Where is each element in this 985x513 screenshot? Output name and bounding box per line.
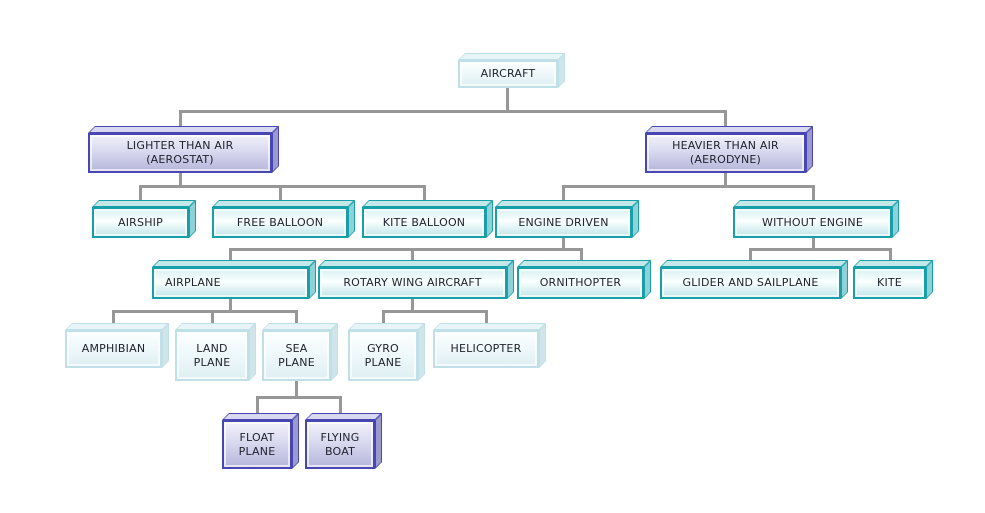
node-label: GYRO PLANE <box>364 341 402 369</box>
node-airplane: AIRPLANE <box>152 267 309 299</box>
node-engine-driven: ENGINE DRIVEN <box>495 207 632 238</box>
node-land-plane: LAND PLANE <box>175 330 249 381</box>
connector-line <box>748 247 892 251</box>
connector-line <box>410 249 414 268</box>
connector-line <box>228 249 232 268</box>
connector-line <box>561 237 565 251</box>
node-gyro-plane: GYRO PLANE <box>348 330 418 381</box>
node-label: WITHOUT ENGINE <box>762 215 863 229</box>
node-float-plane: FLOAT PLANE <box>222 420 292 469</box>
node-label: AMPHIBIAN <box>81 342 146 356</box>
connector-line <box>111 309 298 313</box>
node-label: HEAVIER THAN AIR (AERODYNE) <box>672 139 779 166</box>
node-label: FLYING BOAT <box>320 430 360 458</box>
node-label: SEA PLANE <box>278 341 315 369</box>
connector-line <box>723 173 727 188</box>
connector-line <box>410 299 414 313</box>
node-label: GLIDER AND SAILPLANE <box>682 276 819 290</box>
connector-line <box>381 311 385 331</box>
connector-line <box>178 173 182 188</box>
connector-line <box>210 311 214 331</box>
connector-line <box>484 311 488 331</box>
connector-line <box>255 397 259 421</box>
node-ornithopter: ORNITHOPTER <box>517 267 644 299</box>
connector-line <box>811 186 815 208</box>
connector-line <box>228 299 232 313</box>
node-label: LIGHTER THAN AIR (AEROSTAT) <box>126 139 234 166</box>
connector-line <box>579 249 583 268</box>
node-label: ORNITHOPTER <box>539 276 622 290</box>
node-label: AIRCRAFT <box>480 67 536 81</box>
connector-line <box>561 186 565 208</box>
connector-line <box>338 397 342 421</box>
connector-line <box>228 247 583 251</box>
node-sea-plane: SEA PLANE <box>262 330 331 381</box>
connector-line <box>111 311 115 331</box>
connector-line <box>811 237 815 251</box>
node-heavier-than-air: HEAVIER THAN AIR (AERODYNE) <box>645 133 806 173</box>
connector-line <box>178 111 182 134</box>
node-without-engine: WITHOUT ENGINE <box>733 207 892 238</box>
node-kite-balloon: KITE BALLOON <box>362 207 486 238</box>
node-label: ENGINE DRIVEN <box>518 215 609 229</box>
node-label: LAND PLANE <box>193 341 231 369</box>
connector-line <box>505 88 509 111</box>
node-free-balloon: FREE BALLOON <box>212 207 348 238</box>
node-label: HELICOPTER <box>450 342 522 356</box>
node-kite: KITE <box>853 267 926 299</box>
connector-line <box>138 186 142 208</box>
connector-line <box>278 186 282 208</box>
connector-line <box>561 184 815 188</box>
node-amphibian: AMPHIBIAN <box>65 330 162 368</box>
connector-line <box>422 186 426 208</box>
node-rotary-wing-aircraft: ROTARY WING AIRCRAFT <box>318 267 507 299</box>
connector-line <box>138 184 426 188</box>
node-aircraft: AIRCRAFT <box>458 60 558 88</box>
node-flying-boat: FLYING BOAT <box>305 420 375 469</box>
node-label: FREE BALLOON <box>236 215 324 229</box>
node-label: KITE BALLOON <box>382 215 466 229</box>
node-label: AIRPLANE <box>165 276 221 290</box>
node-airship: AIRSHIP <box>92 207 189 238</box>
connector-line <box>381 309 488 313</box>
node-lighter-than-air: LIGHTER THAN AIR (AEROSTAT) <box>88 133 272 173</box>
node-label: AIRSHIP <box>118 215 163 229</box>
node-label: KITE <box>877 276 902 290</box>
node-glider-and-sailplane: GLIDER AND SAILPLANE <box>660 267 841 299</box>
connector-line <box>294 380 298 399</box>
node-helicopter: HELICOPTER <box>433 330 539 368</box>
connector-line <box>723 111 727 134</box>
connector-line <box>255 395 342 399</box>
connector-line <box>178 109 727 113</box>
node-label: FLOAT PLANE <box>238 430 276 458</box>
connector-line <box>888 249 892 268</box>
connector-line <box>294 311 298 331</box>
connector-line <box>748 249 752 268</box>
node-label: ROTARY WING AIRCRAFT <box>343 276 482 290</box>
